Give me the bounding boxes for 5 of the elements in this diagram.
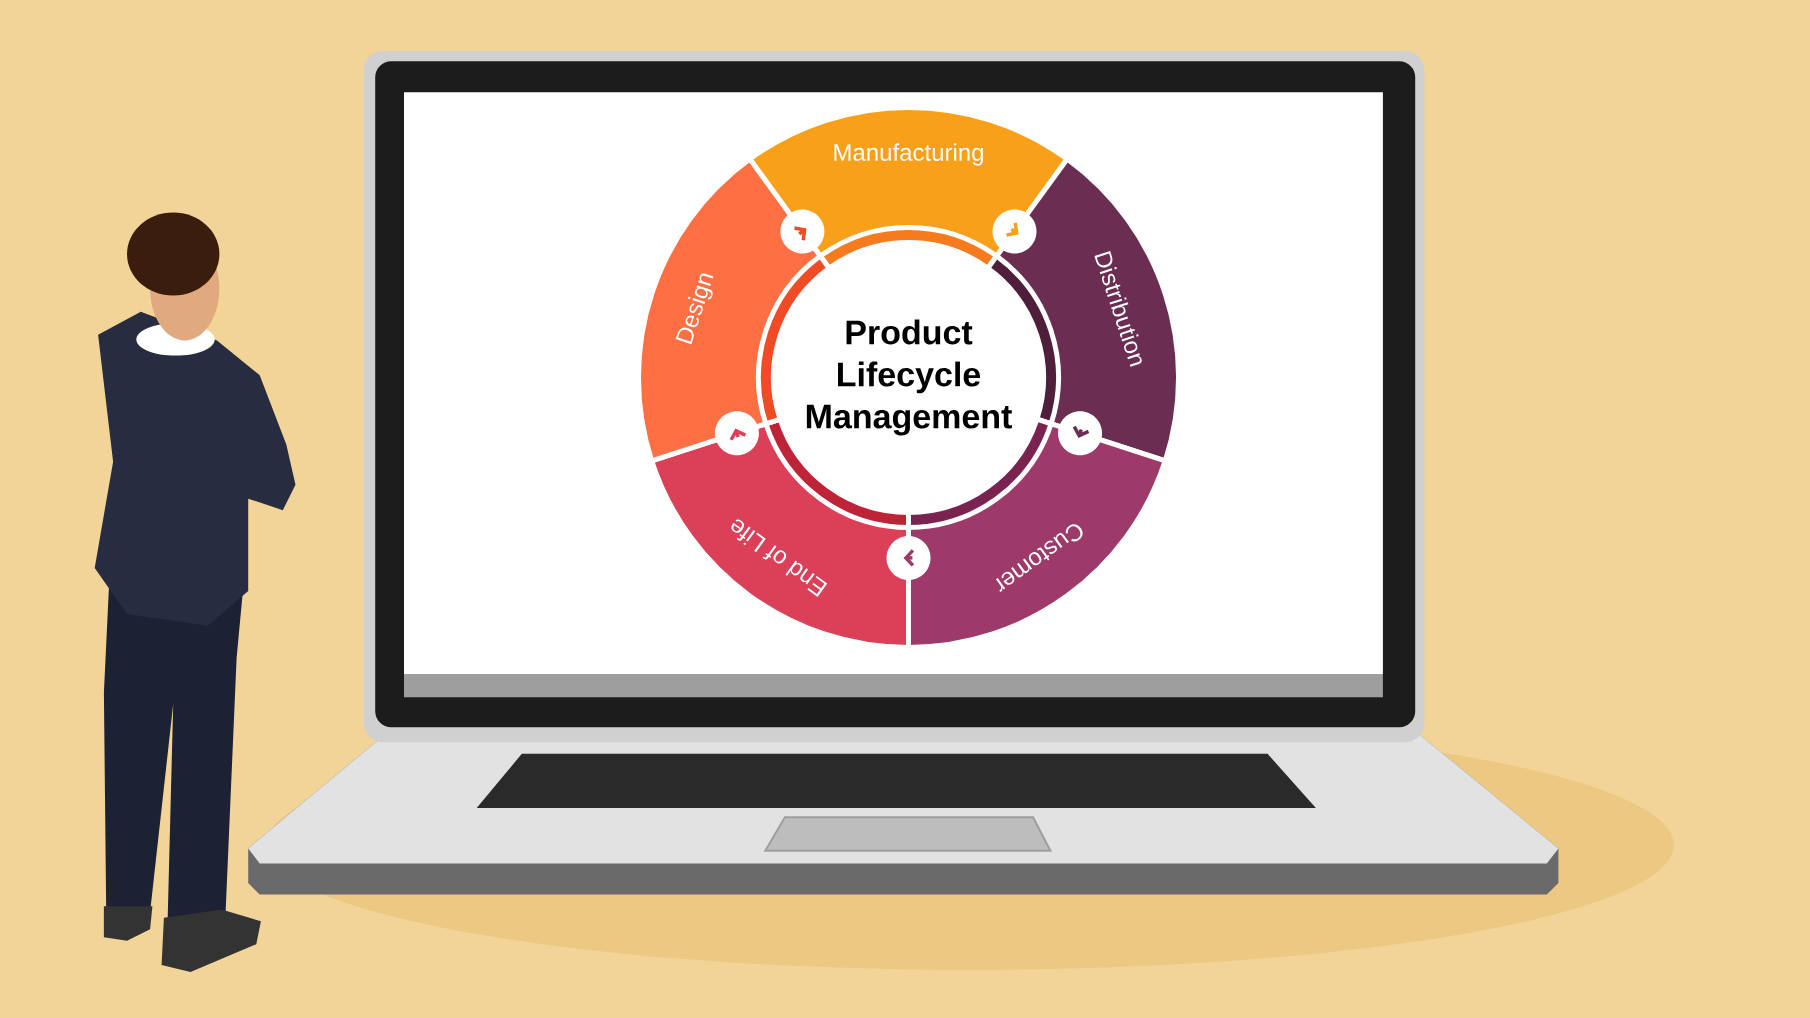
chevron-arrow	[714, 411, 759, 456]
chevron-arrow	[1058, 411, 1102, 456]
chevron-arrow	[780, 209, 825, 254]
chevron-arrow	[886, 535, 931, 580]
chevron-arrow	[992, 209, 1037, 254]
